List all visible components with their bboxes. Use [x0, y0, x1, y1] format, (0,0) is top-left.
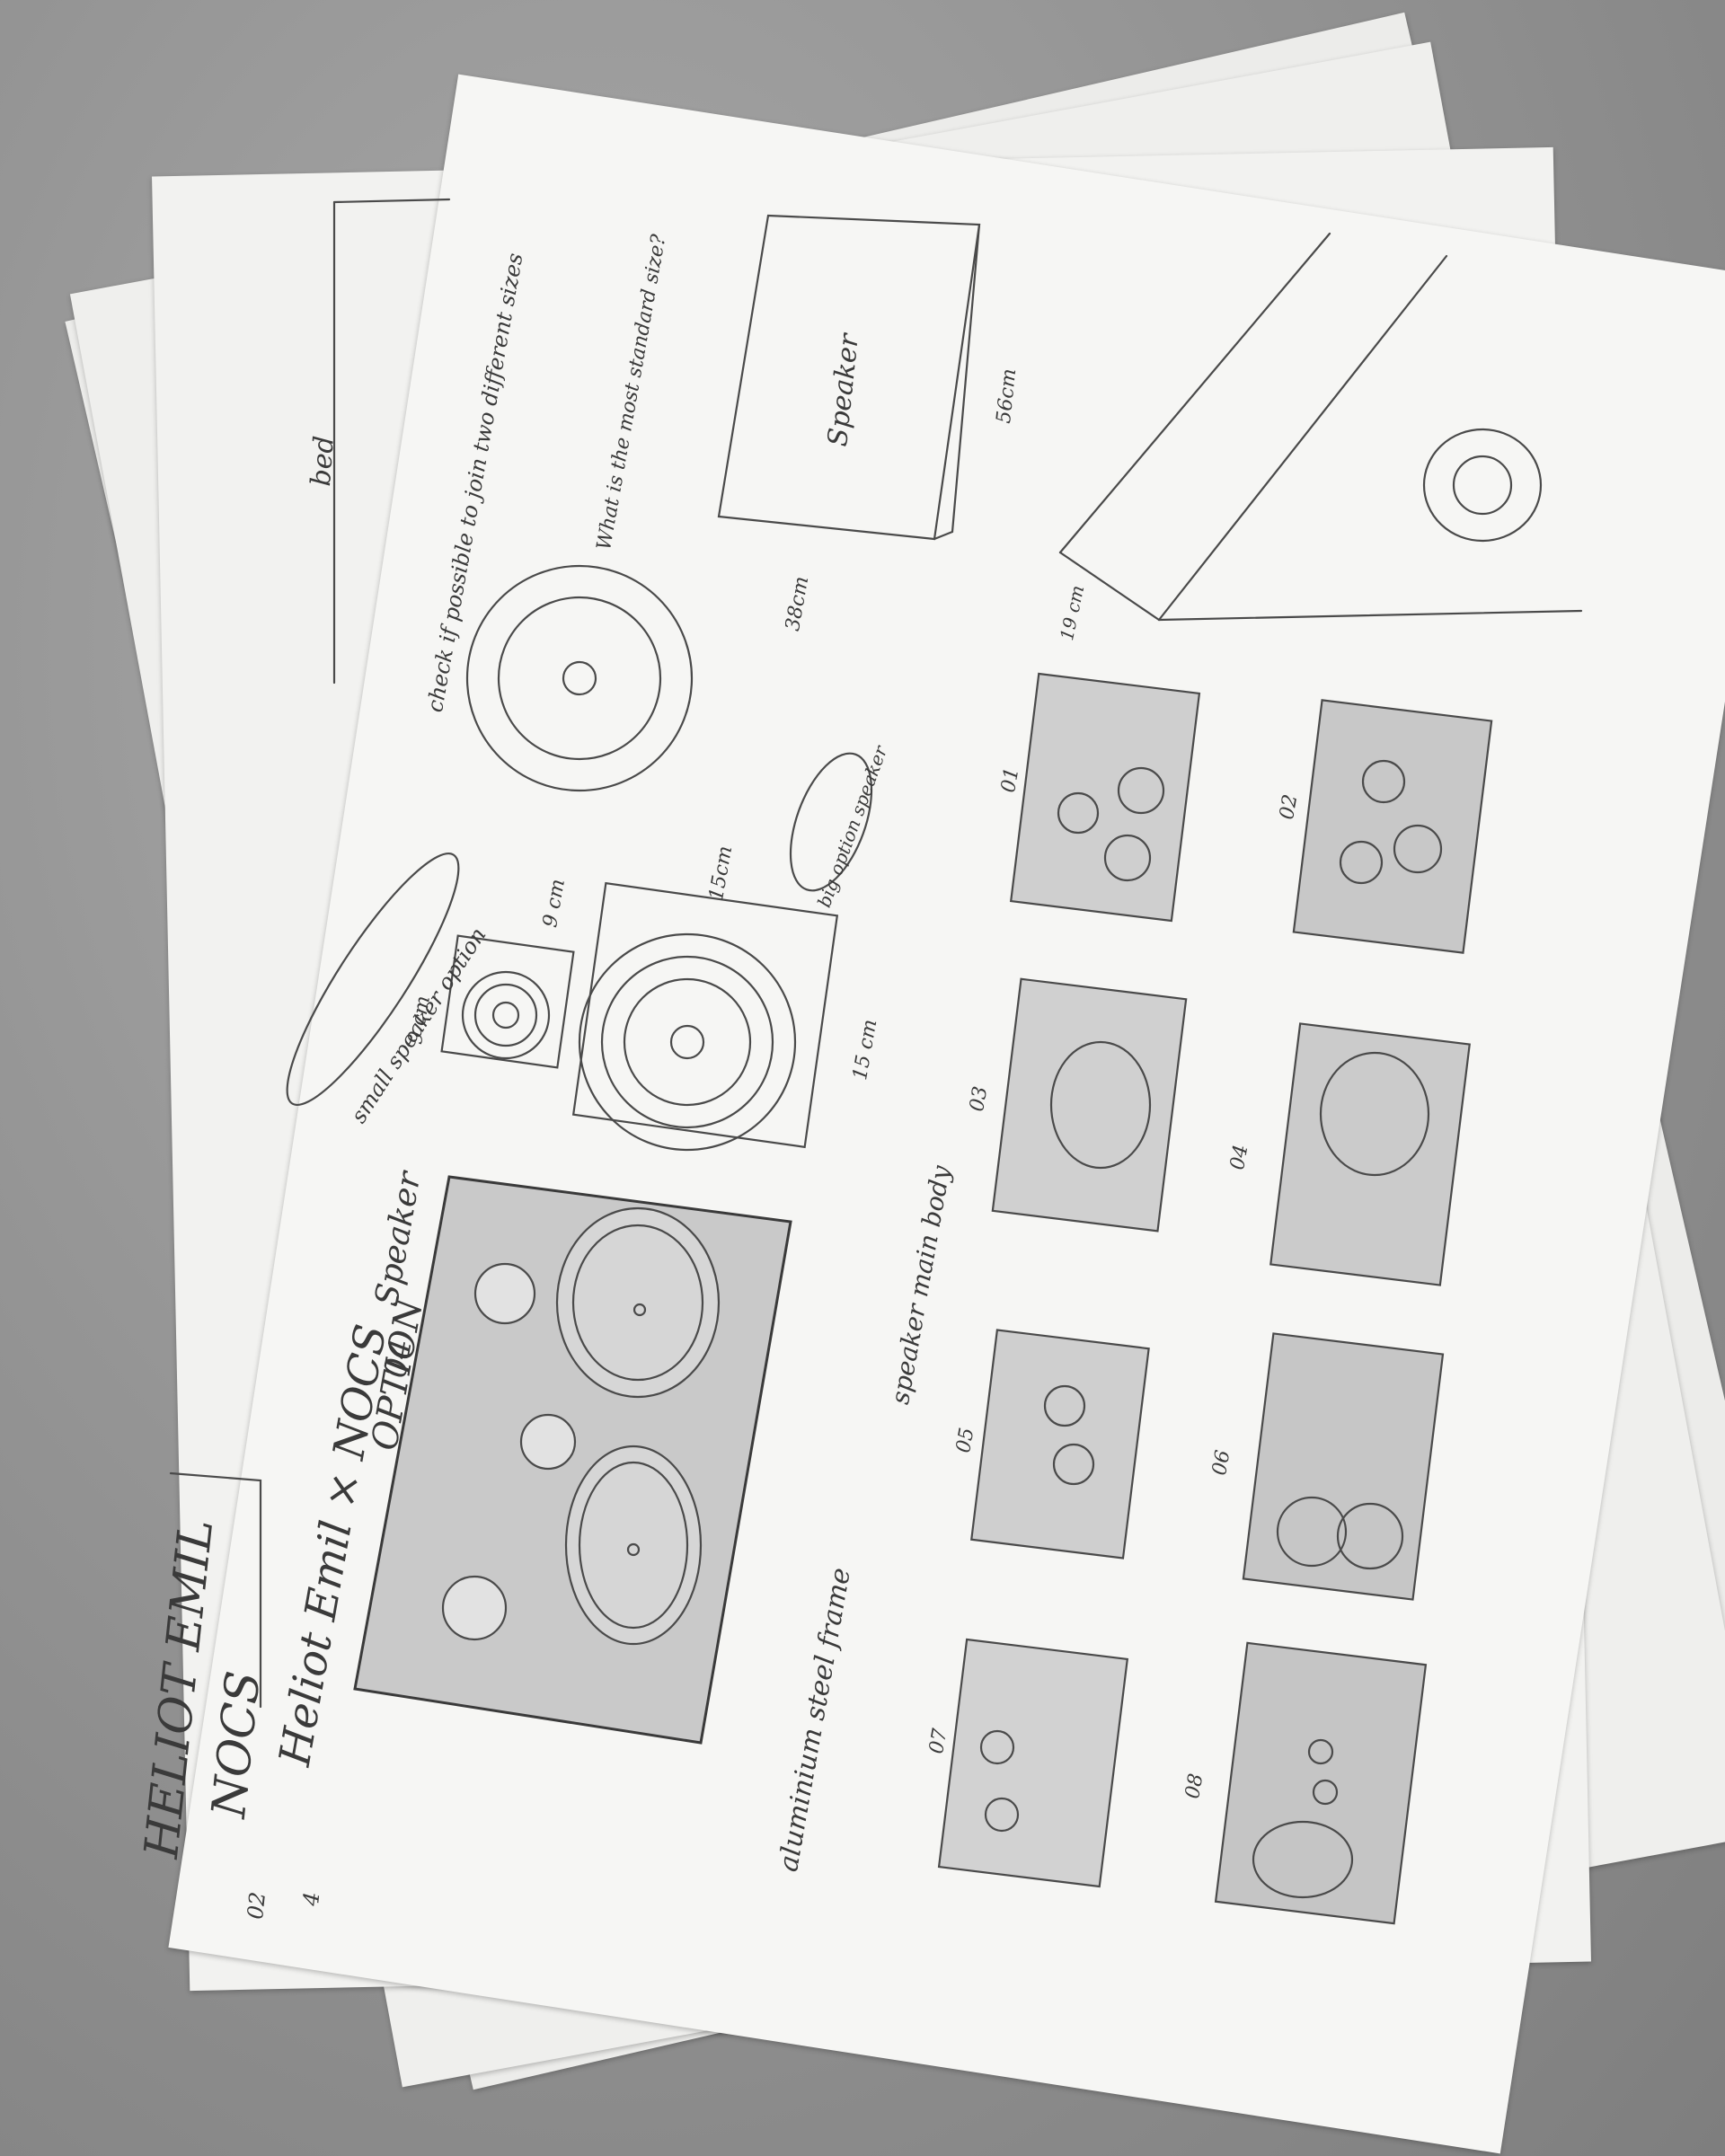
main-speaker-panel: [353, 1175, 792, 1745]
page-mark-b: 4: [298, 1890, 325, 1907]
angled-panel-drawing: [1058, 232, 1583, 622]
variant-label-07: 07: [925, 1727, 952, 1756]
variant-thumbnail-02: [1292, 699, 1493, 954]
variant-thumbnail-06: [1242, 1332, 1445, 1601]
small-option-oval: [286, 852, 460, 1107]
variant-thumbnail-05: [970, 1329, 1150, 1560]
variant-label-01: 01: [997, 765, 1024, 795]
back-sheet-title-box: [169, 1471, 262, 1709]
option-number: 04: [377, 1336, 420, 1381]
variant-thumbnail-07: [937, 1638, 1129, 1888]
variant-thumbnail-03: [991, 977, 1188, 1233]
bed-label: bed: [305, 434, 341, 488]
variant-label-04: 04: [1226, 1143, 1253, 1172]
variant-label-02: 02: [1276, 792, 1303, 822]
variant-label-06: 06: [1208, 1448, 1235, 1478]
big-speaker-drawing: [571, 881, 839, 1152]
variant-thumbnail-08: [1214, 1641, 1428, 1925]
small-speaker-drawing: [440, 934, 575, 1069]
variant-thumbnail-01: [1009, 672, 1201, 923]
variant-label-05: 05: [952, 1426, 979, 1455]
variant-label-08: 08: [1181, 1772, 1208, 1801]
speaker-box-drawing: [717, 214, 981, 541]
variant-thumbnail-04: [1269, 1022, 1471, 1286]
big-option-oval: [789, 752, 873, 892]
page-mark-a: 02: [243, 1890, 271, 1921]
variant-label-03: 03: [966, 1084, 993, 1114]
round-driver-drawing: [465, 564, 694, 792]
